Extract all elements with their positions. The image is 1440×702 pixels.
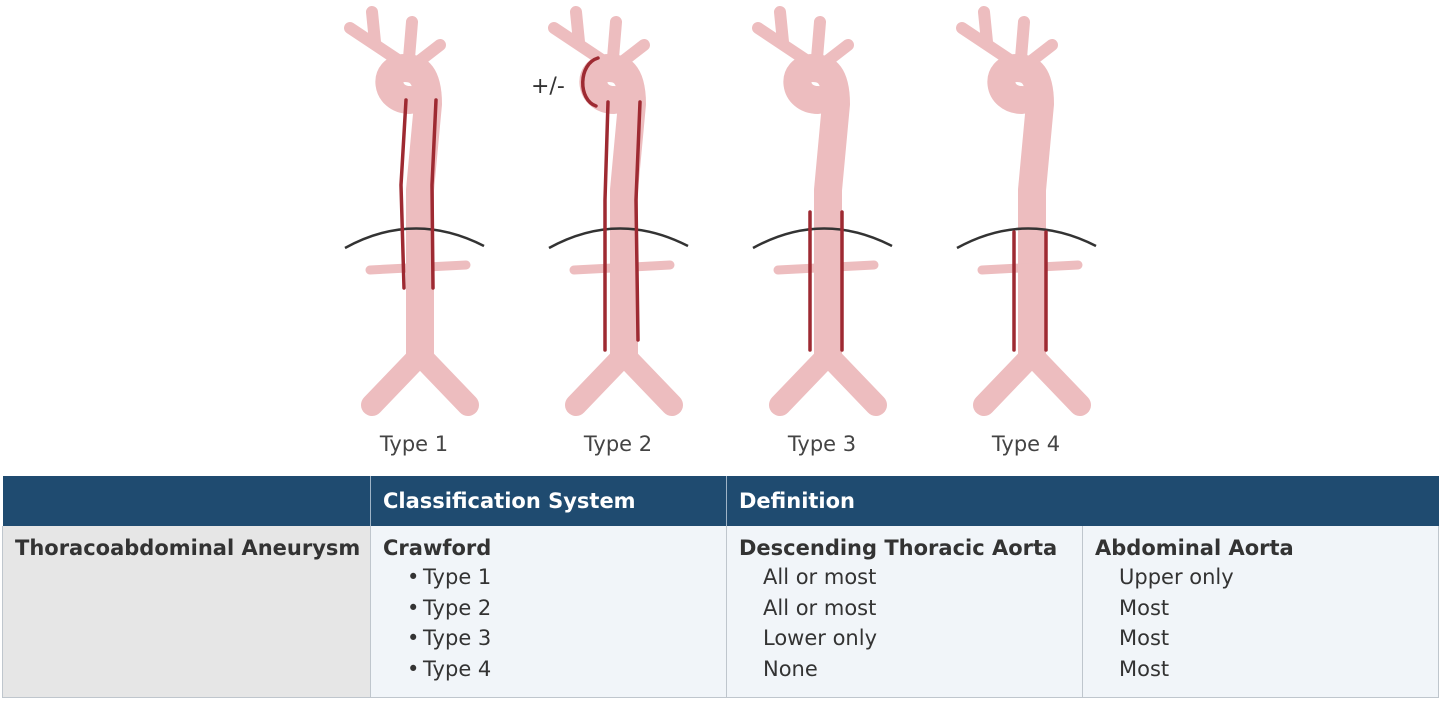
- iliac-bifurcation: [769, 344, 887, 416]
- type-3-label: Type 3: [787, 432, 856, 456]
- diaphragm-line: [344, 227, 485, 250]
- aneurysm-outline-right: [634, 100, 642, 342]
- aortic-arch-and-aorta: [987, 54, 1054, 369]
- list-item: All or most: [763, 595, 877, 620]
- list-item: •Type 4: [407, 654, 714, 685]
- aortic-arch-and-aorta: [783, 54, 850, 369]
- classification-item: Type 1: [423, 565, 492, 589]
- arch-aneurysm-outline: [581, 56, 600, 108]
- renal-arteries: [569, 260, 675, 275]
- abdominal-title: Abdominal Aorta: [1095, 536, 1294, 560]
- list-item: •Type 3: [407, 623, 714, 654]
- list-item: Most: [1119, 626, 1170, 650]
- row-label: Thoracoabdominal Aneurysm: [15, 536, 361, 560]
- aorta-type-4: [956, 6, 1097, 416]
- abdominal-list: Upper only Most Most Most: [1095, 562, 1426, 684]
- aorta-type-2: [548, 6, 689, 416]
- aortic-branch-left-sub: [366, 6, 381, 48]
- table-row: Thoracoabdominal Aneurysm Crawford •Type…: [2, 526, 1440, 698]
- list-item: None: [763, 656, 818, 681]
- header-blank: [2, 476, 371, 526]
- renal-arteries: [365, 260, 471, 275]
- type-1-label: Type 1: [379, 432, 448, 456]
- aortic-branch-left-sub: [570, 6, 585, 48]
- aneurysm-outline-left: [399, 98, 408, 290]
- aneurysm-outline-right: [430, 98, 438, 290]
- crawford-diagram: +/- Type 1 Type 2 Type 3 Type 4: [344, 6, 1097, 456]
- list-item: Lower only: [763, 626, 878, 650]
- thoracic-definition-cell: Descending Thoracic Aorta All or most Al…: [726, 526, 1083, 698]
- aortic-branch-middle: [403, 16, 418, 64]
- aortic-branch-left-sub: [774, 6, 789, 48]
- aorta-type-3: [752, 6, 893, 416]
- classification-item: Type 3: [423, 626, 492, 650]
- type-2-label: Type 2: [583, 432, 652, 456]
- classification-table: Classification System Definition Thoraco…: [2, 476, 1440, 698]
- list-item: All or most: [763, 565, 877, 589]
- list-item: •Type 1: [407, 562, 714, 593]
- aortic-arch-and-aorta: [579, 54, 646, 369]
- aortic-branch-left-sub: [978, 6, 993, 48]
- aneurysm-outline-left: [603, 100, 610, 352]
- header-classification-system: Classification System: [370, 476, 727, 526]
- iliac-bifurcation: [973, 344, 1091, 416]
- bullet-icon: •: [407, 626, 420, 650]
- thoracic-title: Descending Thoracic Aorta: [739, 536, 1058, 560]
- plus-minus-annotation: +/-: [531, 74, 565, 99]
- bullet-icon: •: [407, 656, 420, 681]
- list-item: •Type 2: [407, 593, 714, 624]
- renal-arteries: [773, 260, 879, 275]
- list-item: Upper only: [1119, 565, 1234, 589]
- aortic-arch-and-aorta: [375, 54, 442, 369]
- aorta-type-1: [344, 6, 485, 416]
- diaphragm-line: [752, 227, 893, 250]
- thoracic-list: All or most All or most Lower only None: [739, 562, 1070, 684]
- bullet-icon: •: [407, 595, 420, 620]
- classification-cell: Crawford •Type 1 •Type 2 •Type 3 •Type 4: [370, 526, 727, 698]
- aortic-branch-middle: [607, 16, 622, 64]
- type-4-label: Type 4: [991, 432, 1060, 456]
- row-label-cell: Thoracoabdominal Aneurysm: [2, 526, 371, 698]
- classification-item: Type 4: [423, 656, 492, 681]
- classification-list: •Type 1 •Type 2 •Type 3 •Type 4: [383, 562, 714, 684]
- diaphragm-line: [956, 227, 1097, 250]
- renal-arteries: [977, 260, 1083, 275]
- diaphragm-line: [548, 227, 689, 250]
- iliac-bifurcation: [361, 344, 479, 416]
- bullet-icon: •: [407, 565, 420, 589]
- iliac-bifurcation: [565, 344, 683, 416]
- list-item: Most: [1119, 595, 1170, 620]
- aortic-branch-middle: [811, 16, 826, 64]
- table-header-row: Classification System Definition: [2, 476, 1439, 526]
- header-definition: Definition: [726, 476, 1439, 526]
- classification-item: Type 2: [423, 595, 492, 620]
- aortic-branch-middle: [1015, 16, 1030, 64]
- list-item: Most: [1119, 656, 1170, 681]
- abdominal-definition-cell: Abdominal Aorta Upper only Most Most Mos…: [1082, 526, 1440, 698]
- classification-title: Crawford: [383, 536, 492, 560]
